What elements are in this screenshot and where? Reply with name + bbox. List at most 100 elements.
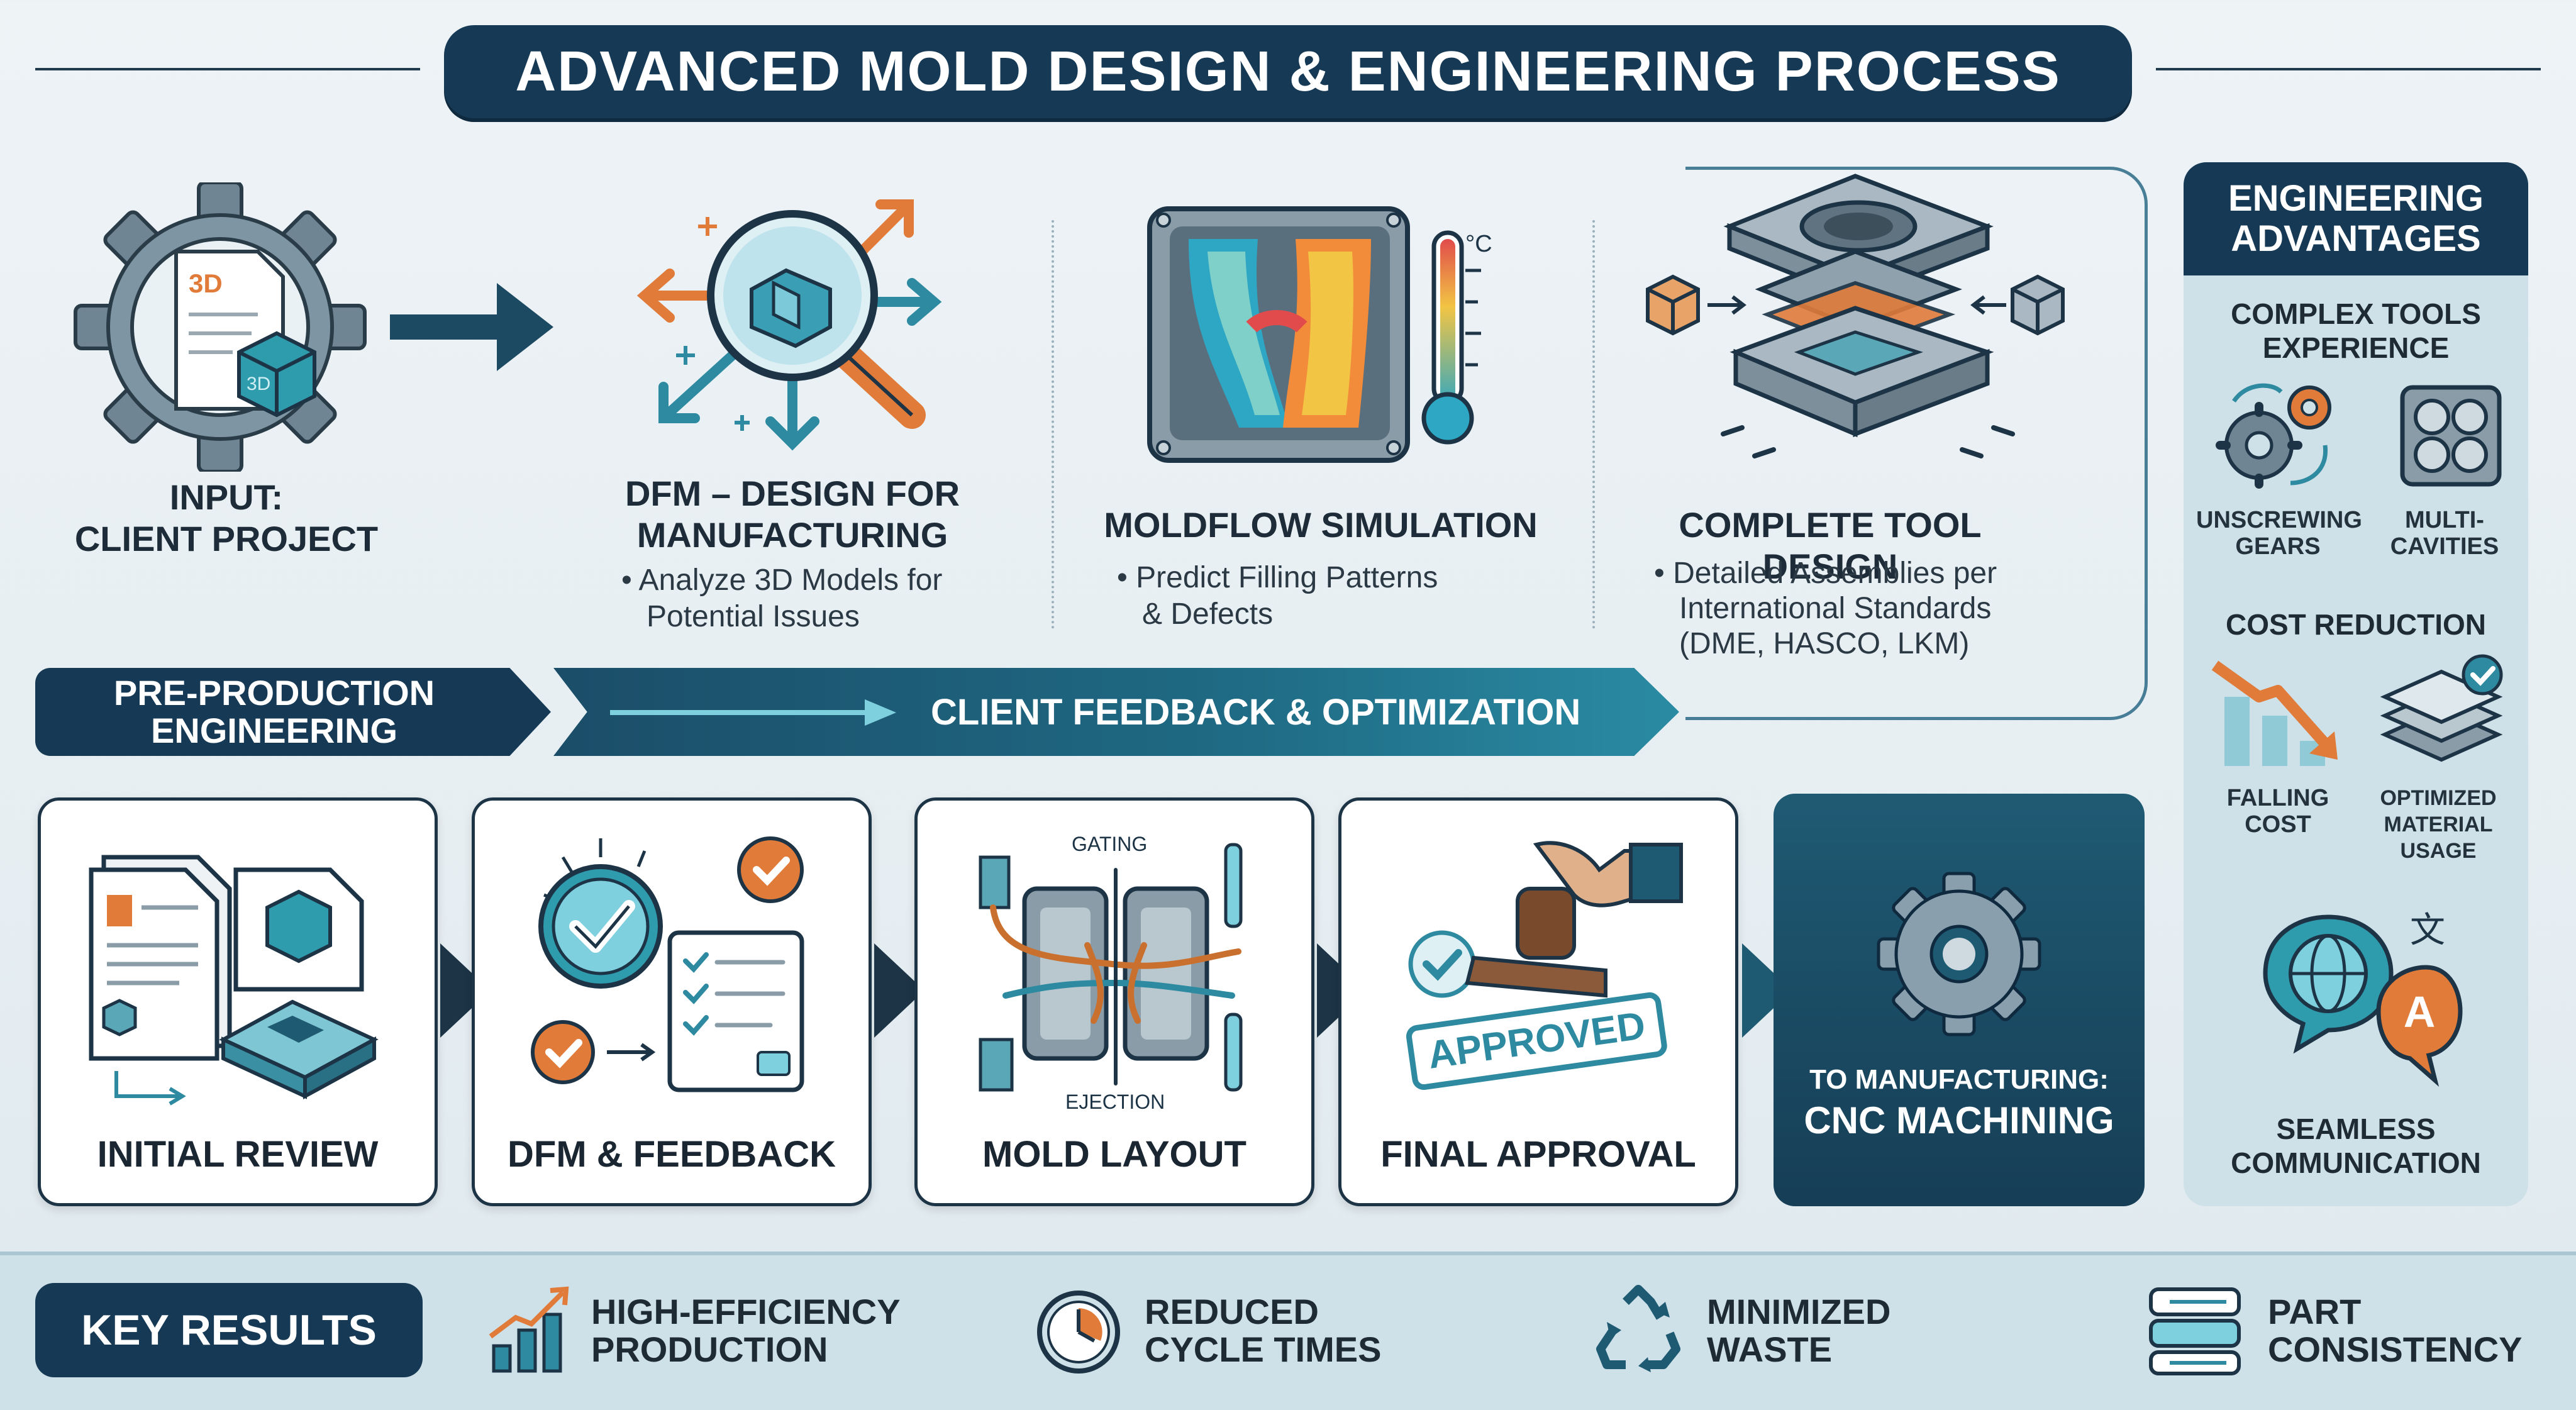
stage-title-line: INPUT: — [169, 477, 284, 517]
section-title-line: COST REDUCTION — [2226, 608, 2486, 641]
mold-layout-icon: GATING EJECTION — [979, 833, 1243, 1113]
section-title-cost-reduction: COST REDUCTION — [2184, 608, 2528, 641]
caption-falling-cost: FALLING COST — [2196, 785, 2360, 838]
step-card-initial-review: INITIAL REVIEW — [38, 797, 438, 1206]
key-results-bar — [0, 1252, 2576, 1410]
result-line: CONSISTENCY — [2268, 1330, 2523, 1369]
pre-production-label: PRE-PRODUCTION ENGINEERING — [114, 674, 435, 750]
bar-chart-icon — [489, 1286, 569, 1373]
result-line: PART — [2268, 1292, 2362, 1331]
tool-design-icon — [1646, 174, 2065, 458]
caption-line: FALLING — [2226, 785, 2329, 811]
unscrewing-gears-icon — [2216, 383, 2331, 489]
stage-divider — [1592, 220, 1595, 629]
caption-line: MULTI- — [2405, 507, 2484, 533]
pre-production-banner: PRE-PRODUCTION ENGINEERING — [35, 668, 551, 756]
step-label: MOLD LAYOUT — [982, 1134, 1246, 1175]
stage-bullet-line: • Predict Filling Patterns — [1117, 561, 1438, 594]
result-reduced-cycle: REDUCED CYCLE TIMES — [1145, 1293, 1381, 1368]
stage-title-line: COMPLETE TOOL DESIGN — [1679, 505, 1982, 586]
caption-line: OPTIMIZED — [2380, 786, 2497, 810]
dfm-checklist-icon — [531, 836, 804, 1092]
caption-line: COST — [2245, 811, 2311, 838]
page-title-banner: ADVANCED MOLD DESIGN & ENGINEERING PROCE… — [444, 25, 2132, 118]
sidebar-title-line: ADVANTAGES — [2231, 218, 2481, 259]
result-part-consistency: PART CONSISTENCY — [2268, 1293, 2523, 1368]
communication-icon: A 文 — [2263, 910, 2463, 1087]
key-results-badge: KEY RESULTS — [35, 1283, 423, 1377]
stage-title-line: DFM – DESIGN FOR — [625, 474, 960, 513]
tool-design-frame — [1685, 167, 2148, 720]
thermo-unit-label: °C — [1465, 231, 1492, 257]
consistency-icon — [2149, 1287, 2241, 1375]
caption-unscrewing-gears: UNSCREWING GEARS — [2196, 507, 2362, 560]
chevron-right-icon — [1742, 943, 1792, 1038]
stage-moldflow-bullets: • Predict Filling Patterns & Defects — [1117, 560, 1519, 633]
stage-bullet-line: • Detailed Assemblies per — [1654, 557, 1997, 590]
stage-bullet-line: & Defects — [1142, 597, 1274, 631]
title-rule-left — [35, 68, 420, 70]
caption-seamless-communication: SEAMLESS COMMUNICATION — [2184, 1112, 2528, 1180]
feedback-banner: CLIENT FEEDBACK & OPTIMIZATION — [553, 668, 1679, 756]
caption-multi-cavities: MULTI- CAVITIES — [2372, 507, 2517, 560]
feedback-label: CLIENT FEEDBACK & OPTIMIZATION — [931, 691, 1581, 733]
stage-input-title: INPUT: CLIENT PROJECT — [25, 477, 428, 560]
recycle-icon — [1596, 1285, 1680, 1372]
stage-dfm-title: DFM – DESIGN FOR MANUFACTURING — [585, 473, 1000, 556]
sidebar-title: ENGINEERING ADVANTAGES — [2228, 179, 2484, 259]
svg-text:文: 文 — [2410, 910, 2445, 951]
gating-label: GATING — [1072, 833, 1147, 855]
cnc-machining-label: CNC MACHINING — [1804, 1099, 2114, 1141]
chevron-right-icon — [874, 943, 924, 1038]
step-label: FINAL APPROVAL — [1380, 1134, 1696, 1175]
cube-icon: 3D — [237, 331, 316, 418]
result-line: PRODUCTION — [591, 1330, 828, 1369]
stage-tool-bullets: • Detailed Assemblies per International … — [1654, 556, 2057, 662]
stopwatch-icon — [1037, 1291, 1120, 1374]
doc-3d-label: 3D — [189, 269, 223, 298]
banner-line: PRE-PRODUCTION — [113, 673, 435, 713]
result-minimized-waste: MINIMIZED WASTE — [1707, 1293, 1890, 1368]
stage-bullet-line: (DME, HASCO, LKM) — [1679, 627, 1970, 660]
result-line: WASTE — [1707, 1330, 1833, 1369]
step-label: DFM & FEEDBACK — [508, 1134, 836, 1175]
stage-moldflow-title: MOLDFLOW SIMULATION — [1088, 504, 1553, 546]
arrow-right-icon — [390, 283, 553, 371]
caption-line: GEARS — [2235, 533, 2321, 560]
step-card-mold-layout: GATING EJECTION MOLD LAYOUT — [914, 797, 1314, 1206]
result-line: HIGH-EFFICIENCY — [591, 1292, 901, 1331]
cube-icon — [2011, 274, 2065, 336]
stage-title-line: MOLDFLOW SIMULATION — [1104, 505, 1538, 545]
svg-text:A: A — [2404, 987, 2436, 1036]
section-title-complex-tools: COMPLEX TOOLS EXPERIENCE — [2184, 297, 2528, 365]
stage-title-line: CLIENT PROJECT — [74, 519, 379, 558]
stage-dfm-bullets: • Analyze 3D Models for Potential Issues — [621, 562, 1024, 635]
engineering-advantages-panel: ENGINEERING ADVANTAGES COMPLEX TOOLS EXP… — [2184, 162, 2528, 1206]
title-rule-right — [2156, 68, 2541, 70]
stage-bullet-line: • Analyze 3D Models for — [621, 563, 943, 597]
result-high-efficiency: HIGH-EFFICIENCY PRODUCTION — [591, 1293, 901, 1368]
gear-icon — [1877, 872, 2041, 1036]
result-line: CYCLE TIMES — [1145, 1330, 1382, 1369]
ejection-label: EJECTION — [1065, 1091, 1165, 1113]
result-line: REDUCED — [1145, 1292, 1319, 1331]
caption-optimized-material: OPTIMIZED MATERIAL USAGE — [2353, 785, 2523, 864]
caption-line: UNSCREWING — [2196, 507, 2362, 533]
key-results-label: KEY RESULTS — [81, 1306, 377, 1354]
cube-icon — [1646, 274, 1700, 336]
step-label: INITIAL REVIEW — [97, 1134, 379, 1175]
stage-divider — [1052, 220, 1054, 629]
result-line: MINIMIZED — [1707, 1292, 1891, 1331]
section-title-line: COMPLEX TOOLS — [2231, 297, 2481, 330]
client-project-icon: 3D 3D — [74, 182, 367, 472]
page-title: ADVANCED MOLD DESIGN & ENGINEERING PROCE… — [515, 40, 2061, 103]
review-documents-icon — [89, 855, 379, 1106]
plus-icons — [676, 217, 750, 431]
optimized-material-icon — [2380, 654, 2503, 762]
banner-line: ENGINEERING — [150, 711, 398, 750]
stage-title-line: MANUFACTURING — [636, 515, 948, 555]
section-title-line: EXPERIENCE — [2262, 331, 2450, 364]
stage-tool-title: COMPLETE TOOL DESIGN — [1610, 504, 2050, 587]
stage-bullet-line: Potential Issues — [647, 600, 860, 633]
cube-3d-label: 3D — [247, 374, 270, 394]
